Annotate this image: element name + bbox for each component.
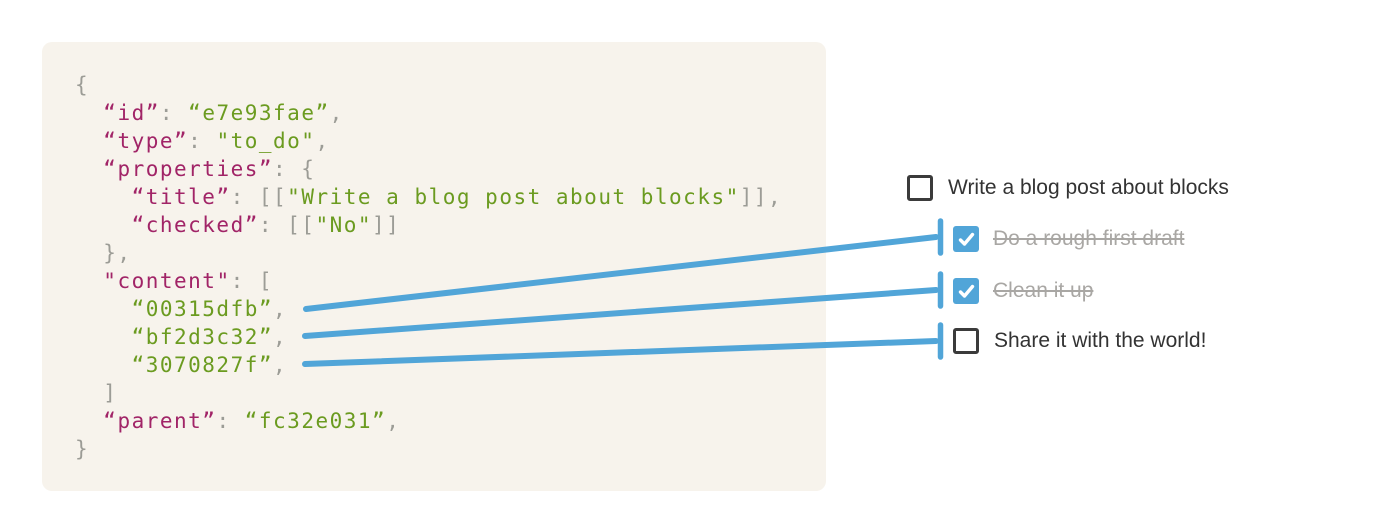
todo-checkbox[interactable]	[907, 175, 933, 201]
json-value: “bf2d3c32”	[131, 325, 274, 349]
todo-item-label: Clean it up	[993, 279, 1094, 302]
json-punctuation	[75, 297, 132, 321]
json-value: "No"	[315, 213, 373, 237]
json-punctuation	[75, 325, 132, 349]
json-punctuation: :	[188, 129, 217, 153]
code-line: },	[75, 239, 818, 267]
json-punctuation: ,	[273, 297, 288, 321]
json-key: “parent”	[103, 409, 217, 433]
code-line: “3070827f”,	[75, 351, 818, 379]
json-code: { “id”: “e7e93fae”, “type”: "to_do", “pr…	[75, 71, 818, 463]
json-punctuation: :	[216, 409, 245, 433]
code-line: “bf2d3c32”,	[75, 323, 818, 351]
json-key: “type”	[103, 129, 189, 153]
json-punctuation: : [[	[230, 185, 288, 209]
code-line: "content": [	[75, 267, 818, 295]
todo-checkbox[interactable]	[953, 328, 979, 354]
json-value: "Write a blog post about blocks"	[287, 185, 740, 209]
json-punctuation: :	[159, 101, 189, 125]
json-punctuation: : {	[273, 157, 316, 181]
todo-item: Do a rough first draft	[953, 226, 1184, 252]
json-key: "content"	[103, 269, 231, 293]
code-line: “id”: “e7e93fae”,	[75, 99, 818, 127]
todo-checkbox[interactable]	[953, 226, 979, 252]
json-key: “title”	[131, 185, 231, 209]
code-line: “parent”: “fc32e031”,	[75, 407, 818, 435]
json-punctuation: }	[75, 437, 90, 461]
json-punctuation: {	[75, 73, 90, 97]
json-punctuation: : [	[230, 269, 274, 293]
json-value: “00315dfb”	[131, 297, 274, 321]
todo-item-label: Write a blog post about blocks	[948, 176, 1229, 199]
json-key: “checked”	[131, 213, 259, 237]
json-value: “e7e93fae”	[188, 101, 330, 125]
json-punctuation	[75, 101, 103, 125]
json-punctuation	[75, 409, 103, 433]
code-line: “type”: "to_do",	[75, 127, 818, 155]
json-punctuation: ,	[315, 129, 330, 153]
todo-item-label: Share it with the world!	[994, 329, 1207, 352]
code-line: {	[75, 71, 818, 99]
json-punctuation	[75, 185, 132, 209]
json-punctuation	[75, 269, 103, 293]
json-punctuation	[75, 157, 103, 181]
todo-item: Share it with the world!	[953, 328, 1206, 354]
json-value: “3070827f”	[131, 353, 274, 377]
json-punctuation: ,	[273, 325, 288, 349]
code-line: }	[75, 435, 818, 463]
code-line: “properties”: {	[75, 155, 818, 183]
json-value: “fc32e031”	[244, 409, 387, 433]
json-punctuation: ]]	[372, 213, 401, 237]
json-punctuation: ,	[329, 101, 344, 125]
code-line: “title”: [["Write a blog post about bloc…	[75, 183, 818, 211]
json-punctuation: ]],	[739, 185, 783, 209]
code-line: “checked”: [["No"]]	[75, 211, 818, 239]
code-line: ]	[75, 379, 818, 407]
json-punctuation: ,	[386, 409, 401, 433]
json-key: “id”	[103, 101, 160, 125]
check-icon	[958, 232, 974, 246]
check-icon	[958, 284, 974, 298]
todo-item: Clean it up	[953, 278, 1093, 304]
code-line: “00315dfb”,	[75, 295, 818, 323]
todo-item: Write a blog post about blocks	[907, 175, 1229, 201]
json-punctuation	[75, 129, 103, 153]
json-punctuation: ,	[273, 353, 288, 377]
json-key: “properties”	[103, 157, 274, 181]
json-punctuation	[75, 353, 132, 377]
json-code-block: { “id”: “e7e93fae”, “type”: "to_do", “pr…	[42, 42, 826, 491]
json-punctuation: },	[75, 241, 132, 265]
json-punctuation: ]	[75, 381, 118, 405]
json-punctuation	[75, 213, 132, 237]
todo-item-label: Do a rough first draft	[993, 227, 1185, 250]
json-punctuation: : [[	[258, 213, 316, 237]
json-value: "to_do"	[216, 129, 316, 153]
todo-checkbox[interactable]	[953, 278, 979, 304]
